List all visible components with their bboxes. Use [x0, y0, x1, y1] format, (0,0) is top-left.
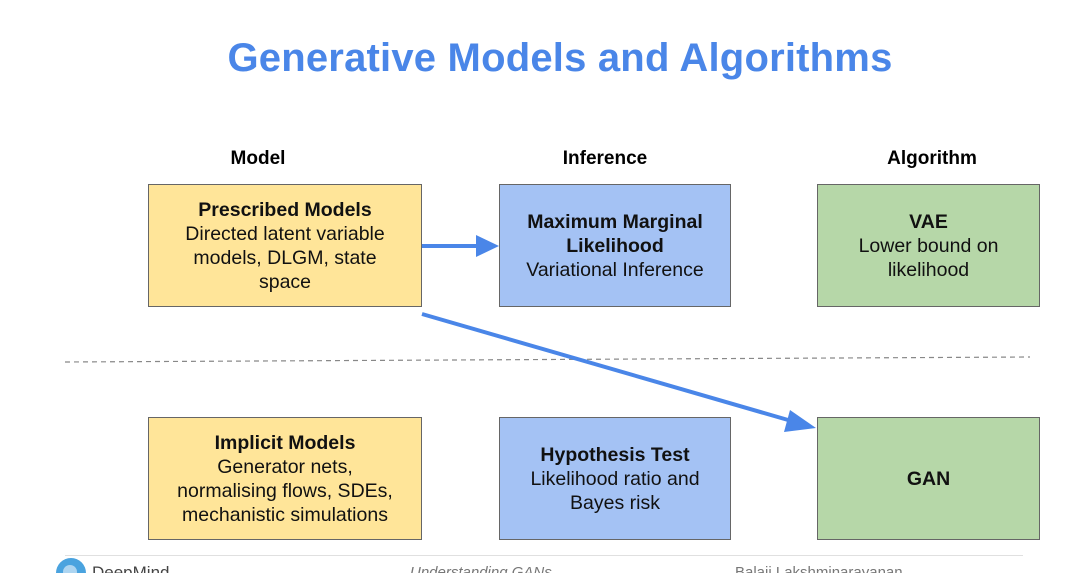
hypothesis-test-title: Hypothesis Test	[540, 443, 690, 466]
slide-title: Generative Models and Algorithms	[227, 36, 893, 80]
column-header-model: Model	[230, 148, 286, 169]
footer-brand: DeepMind	[92, 563, 170, 573]
implicit-models-line-3: mechanistic simulations	[182, 503, 388, 526]
hypothesis-test-box: Hypothesis Test Likelihood ratio and Bay…	[499, 417, 731, 540]
vae-title: VAE	[909, 210, 948, 233]
prescribed-models-line-1: Directed latent variable	[185, 222, 385, 245]
implicit-models-line-2: normalising flows, SDEs,	[177, 479, 393, 502]
footer-author: Balaji Lakshminarayanan	[735, 564, 903, 573]
gan-title: GAN	[906, 467, 951, 490]
slide-footer: DeepMind Understanding GANs Balaji Laksh…	[0, 556, 1080, 573]
implicit-models-line-1: Generator nets,	[217, 455, 353, 478]
footer-divider	[65, 555, 1023, 556]
footer-talk-title: Understanding GANs	[410, 564, 552, 573]
prescribed-models-line-2: models, DLGM, state	[193, 246, 377, 269]
hypothesis-test-line-1: Likelihood ratio and	[530, 467, 700, 490]
prescribed-models-line-3: space	[258, 270, 312, 293]
mml-line-1: Variational Inference	[526, 258, 704, 281]
maximum-marginal-likelihood-box: Maximum Marginal Likelihood Variational …	[499, 184, 731, 307]
vae-line-2: likelihood	[887, 258, 970, 281]
column-header-algorithm: Algorithm	[887, 148, 977, 169]
prescribed-models-title: Prescribed Models	[198, 198, 372, 221]
implicit-models-box: Implicit Models Generator nets, normalis…	[148, 417, 422, 540]
vae-line-1: Lower bound on	[858, 234, 999, 257]
mml-title-line-2: Likelihood	[566, 234, 664, 257]
arrow-prescribed-to-gan	[421, 312, 816, 432]
hypothesis-test-line-2: Bayes risk	[570, 491, 660, 514]
implicit-models-title: Implicit Models	[214, 431, 356, 454]
mml-title-line-1: Maximum Marginal	[527, 210, 703, 233]
separator-dashed-line	[64, 356, 1031, 363]
vae-box: VAE Lower bound on likelihood	[817, 184, 1040, 307]
column-header-inference: Inference	[562, 148, 648, 169]
gan-box: GAN	[817, 417, 1040, 540]
arrow-prescribed-to-mml	[422, 235, 499, 257]
prescribed-models-box: Prescribed Models Directed latent variab…	[148, 184, 422, 307]
deepmind-logo-inner	[63, 565, 77, 573]
